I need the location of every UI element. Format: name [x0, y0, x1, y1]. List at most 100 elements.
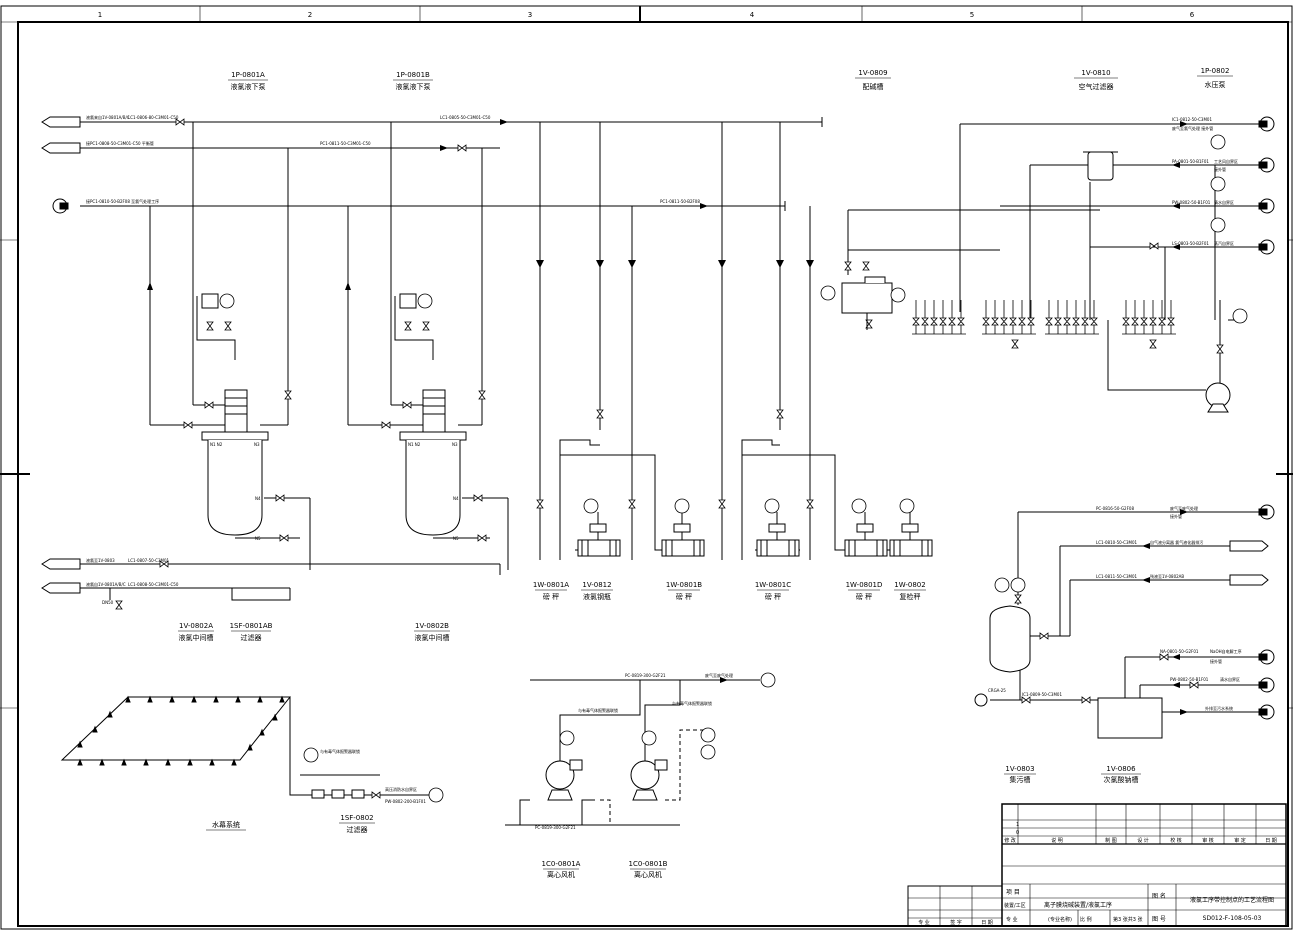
label-1v-0812: 1V-0812 液氯钢瓶 [581, 581, 613, 601]
equipment-tag: 1W-0801A [533, 581, 569, 589]
section-label: 装置/工区 [1004, 902, 1026, 909]
sign-cell: 专 业 [918, 919, 930, 926]
equipment-name: 磅 秤 [856, 592, 872, 601]
label-1sf-0801ab: 1SF-0801AB 过滤器 [230, 622, 273, 642]
svg-text:N4: N4 [453, 496, 459, 501]
equipment-name: 液氯液下泵 [396, 82, 431, 91]
line-label: 残液至1V-0802AB [1150, 573, 1184, 579]
sheet-frame [0, 5, 1293, 930]
line-label: 蒸汽自界区 [1214, 240, 1234, 246]
equipment-tag: 1SF-0801AB [230, 622, 273, 630]
equipment-name: 水压泵 [1205, 80, 1226, 89]
equipment-tag: 1V-0812 [582, 581, 611, 589]
revision-number: 1 [1016, 822, 1019, 828]
line-label: 清水自界区 [1214, 199, 1234, 205]
line-label: NaOH自电解工序 [1210, 648, 1242, 654]
sign-cell: 签 字 [950, 919, 962, 926]
label-1w-0801b: 1W-0801B 磅 秤 [666, 581, 702, 601]
svg-text:N1 N2: N1 N2 [210, 442, 223, 447]
line-label: 液氯来自1V-0801A/B/C [86, 114, 130, 120]
label-1w-0801a: 1W-0801A 磅 秤 [533, 581, 569, 601]
drawing-number: SD012-F-108-05-03 [1203, 915, 1262, 922]
line-label: LC1-0808-50-C3M01-C50 [128, 582, 179, 587]
line-label: 工艺风自界区 [1214, 158, 1238, 164]
label-1sf-0802: 1SF-0802 过滤器 [339, 814, 375, 834]
label-1p-0801a: 1P-0801A 液氯液下泵 [228, 71, 268, 91]
intermediate-tanks [201, 293, 467, 536]
title-header-cell: 修 改 [1004, 837, 1016, 844]
line-label: 接外管 [1214, 166, 1226, 172]
line-label: 接外管 [1210, 658, 1222, 664]
scales-and-cylinders [577, 512, 933, 557]
line-label: IC1-0812-50-C3M01 [1172, 117, 1212, 122]
line-label: PC-0819-300-G2F21 [625, 673, 666, 678]
project-label: 项 目 [1006, 889, 1020, 896]
equipment-tag: 1V-0802A [179, 622, 213, 630]
hypochlorite-area [974, 605, 1163, 739]
equipment-name: 次氯酸钠槽 [1104, 775, 1139, 784]
label-1v-0809: 1V-0809 配碱槽 [855, 69, 891, 91]
svg-text:N1 N2: N1 N2 [408, 442, 421, 447]
drawing-name-label: 图 名 [1152, 892, 1166, 900]
label-1p-0802: 1P-0802 水压泵 [1197, 67, 1233, 89]
equipment-name: 复检秤 [900, 592, 921, 601]
line-label: 接外管 [1170, 513, 1182, 519]
equipment-name: 液氯中间槽 [179, 633, 214, 642]
title-header-cell: 审 定 [1234, 837, 1246, 844]
label-1v-0802b: 1V-0802B 液氯中间槽 [414, 622, 450, 642]
title-header-cell: 制 图 [1105, 837, 1117, 844]
equipment-tag: 1W-0801B [666, 581, 702, 589]
line-label: PC-0819-300-G2F21 [535, 825, 576, 830]
equipment-name: 液氯钢瓶 [583, 592, 611, 601]
drawing-no-label: 图 号 [1152, 916, 1166, 923]
equipment-name: 过滤器 [347, 825, 368, 834]
line-label: 废气至废气处理 [1170, 505, 1198, 511]
line-label: 接PC1-0808-50-C3M01-C50 平衡管 [86, 140, 154, 146]
label-water-curtain: 水幕系统 [206, 820, 246, 831]
line-label: IC1-0809-50-C3M01 [1022, 692, 1062, 697]
scale-label: 比 例 [1080, 916, 1092, 923]
label-1c0-0801a: 1C0-0801A 离心风机 [542, 860, 581, 879]
line-label: CRGA-25 [988, 688, 1006, 693]
line-label: LC1-0811-50-C3M01 [1096, 574, 1138, 579]
label-1c0-0801b: 1C0-0801B 离心风机 [629, 860, 668, 879]
equipment-name: 空气过滤器 [1079, 82, 1114, 91]
label-1v-0803: 1V-0803 集污槽 [1004, 765, 1036, 784]
equipment-tag: 1P-0801B [396, 71, 430, 79]
revision-number: 0 [1016, 830, 1019, 836]
equipment-tag: 1SF-0802 [340, 814, 373, 822]
equipment-tag: 1C0-0801B [629, 860, 668, 868]
equipment-name: 配碱槽 [863, 82, 884, 91]
equipment-name: 水幕系统 [212, 820, 240, 829]
battery-limit-connectors [52, 116, 1275, 720]
equipment-tag: 1V-0810 [1081, 69, 1110, 77]
equipment-name: 集污槽 [1010, 775, 1031, 784]
spec-name: (专业名称) [1048, 916, 1072, 923]
line-label: 与有毒气体报警器联锁 [578, 707, 618, 713]
line-label: PW-0802-50-B1F01 [1170, 677, 1209, 682]
line-label: 与有毒气体报警器联锁 [320, 748, 360, 754]
line-label: PW-0802-50-B1F01 [1172, 200, 1211, 205]
column-label: 6 [1190, 11, 1195, 19]
line-label: 高压消防水自界区 [385, 786, 417, 792]
equipment-name: 液氯液下泵 [231, 82, 266, 91]
line-label: PC1-0811-50-B2F08 [660, 199, 700, 204]
column-label: 1 [98, 11, 102, 19]
title-header-cell: 说 明 [1051, 837, 1063, 844]
label-1v-0806: 1V-0806 次氯酸钠槽 [1101, 765, 1141, 784]
equipment-name: 离心风机 [547, 870, 575, 879]
equipment-tag: 1V-0806 [1106, 765, 1136, 773]
equipment-name: 磅 秤 [765, 592, 781, 601]
sign-cell: 日 期 [981, 920, 993, 926]
line-label: 废气至废气处理 [705, 672, 733, 678]
title-header-cell: 审 核 [1202, 837, 1214, 844]
line-label: LC1-0807-50-C3M01 [128, 558, 170, 563]
water-curtain [60, 695, 365, 799]
equipment-tag: 1W-0801D [846, 581, 883, 589]
drawing-name: 液氯工序带控制点的工艺流程图 [1190, 896, 1274, 904]
line-label: 清水自界区 [1220, 676, 1240, 682]
alkali-tank-and-filter [841, 151, 1231, 413]
tank-nozzle-marks: N1 N2 N3 N4 N5 N1 N2 N3 N4 N5 [210, 442, 459, 541]
label-1p-0801b: 1P-0801B 液氯液下泵 [393, 71, 433, 91]
